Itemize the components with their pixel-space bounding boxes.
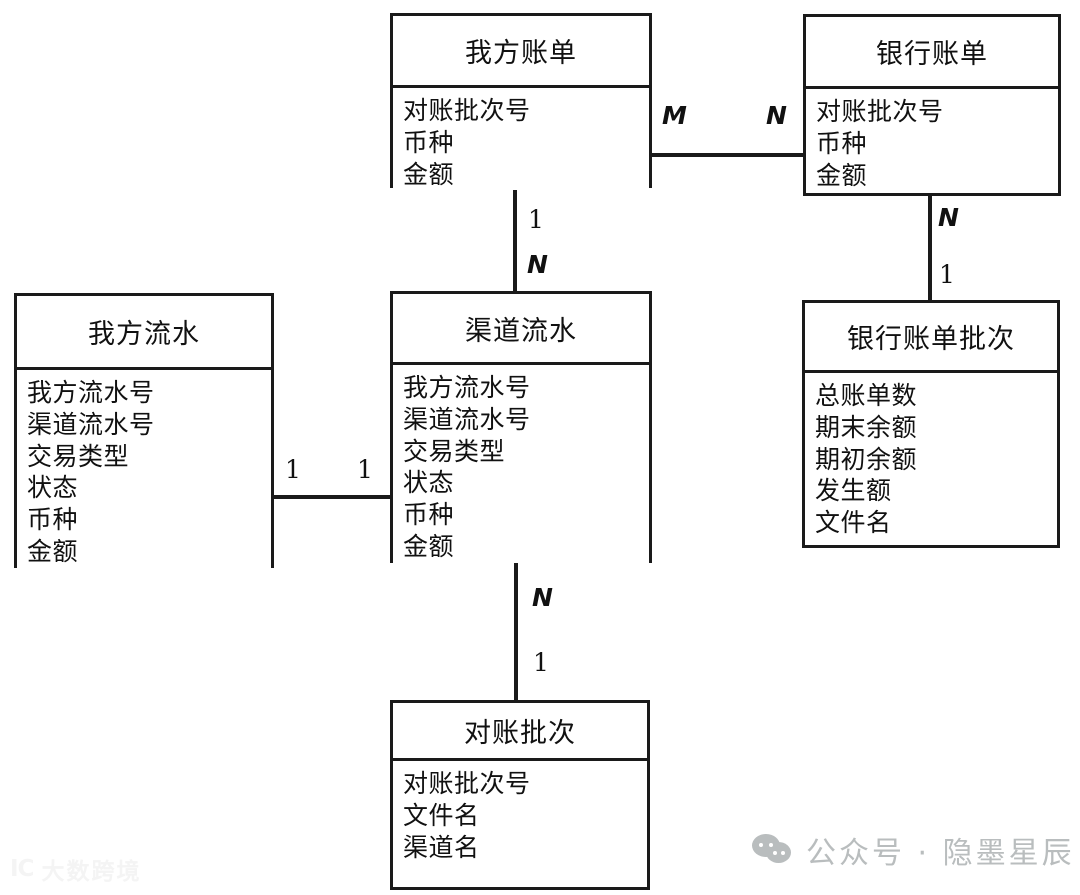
entity-our-bill[interactable]: 我方账单 对账批次号 币种 金额 xyxy=(390,13,652,191)
cardinality-bank-bill-to-our-bill: N xyxy=(766,101,787,130)
attribute: 币种 xyxy=(403,127,455,157)
entity-attributes-bank-bill-batch: 总账单数 期末余额 期初余额 发生额 文件名 xyxy=(805,373,1057,539)
attribute: 状态 xyxy=(27,473,79,503)
attribute: 对账批次号 xyxy=(816,97,944,126)
cardinality-our-bill-to-bank-bill: M xyxy=(662,101,687,130)
connector-our-flow-channel-flow xyxy=(272,495,392,499)
entity-recon-batch[interactable]: 对账批次 对账批次号 文件名 渠道名 xyxy=(390,700,650,890)
entity-title-bank-bill: 银行账单 xyxy=(806,17,1058,89)
attribute: 金额 xyxy=(403,531,455,561)
attribute: 对账批次号 xyxy=(403,96,531,125)
wechat-watermark-text: 公众号 · 隐墨星辰 xyxy=(806,836,1075,871)
entity-attributes-bank-bill: 对账批次号 币种 金额 xyxy=(806,89,1058,192)
connector-bank-bill-bank-batch xyxy=(928,194,932,302)
entity-attributes-our-flow: 我方流水号 渠道流水号 交易类型 状态 币种 金额 xyxy=(17,370,271,568)
entity-attributes-channel-flow: 我方流水号 渠道流水号 交易类型 状态 币种 金额 xyxy=(393,365,649,563)
attribute: 金额 xyxy=(403,159,455,189)
attribute: 渠道流水号 xyxy=(27,409,155,439)
connector-our-bill-bank-bill xyxy=(650,153,805,157)
entity-our-flow[interactable]: 我方流水 我方流水号 渠道流水号 交易类型 状态 币种 金额 xyxy=(14,293,274,568)
attribute: 发生额 xyxy=(815,476,892,506)
attribute: 渠道流水号 xyxy=(403,404,531,434)
brand-logo-icon: IC xyxy=(10,856,34,882)
attribute: 我方流水号 xyxy=(27,378,155,407)
entity-channel-flow[interactable]: 渠道流水 我方流水号 渠道流水号 交易类型 状态 币种 金额 xyxy=(390,291,652,563)
entity-title-our-bill: 我方账单 xyxy=(393,16,649,88)
attribute: 交易类型 xyxy=(27,441,130,471)
cardinality-bank-batch-to-bank-bill: 1 xyxy=(939,260,955,289)
wechat-icon xyxy=(752,834,794,866)
brand-watermark-text: 大数跨境 xyxy=(41,859,142,885)
attribute: 期初余额 xyxy=(815,444,918,474)
brand-watermark: IC 大数跨境 xyxy=(10,852,141,886)
attribute: 币种 xyxy=(403,500,455,529)
attribute: 总账单数 xyxy=(815,381,918,410)
entity-attributes-our-bill: 对账批次号 币种 金额 xyxy=(393,88,649,191)
attribute: 金额 xyxy=(27,536,79,566)
entity-title-channel-flow: 渠道流水 xyxy=(393,294,649,365)
attribute: 金额 xyxy=(816,160,868,190)
cardinality-channel-flow-to-our-bill: N xyxy=(527,250,548,279)
attribute: 交易类型 xyxy=(403,436,506,466)
attribute: 我方流水号 xyxy=(403,373,531,402)
cardinality-channel-flow-to-our-flow: 1 xyxy=(357,455,373,484)
attribute: 渠道名 xyxy=(403,832,480,862)
entity-title-our-flow: 我方流水 xyxy=(17,296,271,370)
entity-title-bank-bill-batch: 银行账单批次 xyxy=(805,303,1057,373)
wechat-watermark: 公众号 · 隐墨星辰 xyxy=(752,828,1075,872)
cardinality-our-flow-to-channel-flow: 1 xyxy=(285,455,301,484)
attribute: 期末余额 xyxy=(815,412,918,442)
connector-our-bill-channel-flow xyxy=(513,186,517,293)
attribute: 对账批次号 xyxy=(403,769,531,798)
attribute: 币种 xyxy=(27,505,79,534)
entity-title-recon-batch: 对账批次 xyxy=(393,703,647,761)
connector-channel-flow-recon-batch xyxy=(514,561,518,702)
cardinality-bank-bill-to-bank-batch: N xyxy=(938,203,959,232)
cardinality-our-bill-to-channel-flow: 1 xyxy=(528,205,544,234)
cardinality-channel-flow-to-recon-batch: N xyxy=(532,583,553,612)
attribute: 状态 xyxy=(403,468,455,498)
attribute: 文件名 xyxy=(815,508,892,537)
entity-bank-bill-batch[interactable]: 银行账单批次 总账单数 期末余额 期初余额 发生额 文件名 xyxy=(802,300,1060,548)
attribute: 文件名 xyxy=(403,800,480,830)
attribute: 币种 xyxy=(816,128,868,158)
cardinality-recon-batch-to-channel-flow: 1 xyxy=(533,648,549,677)
entity-bank-bill[interactable]: 银行账单 对账批次号 币种 金额 xyxy=(803,14,1061,196)
entity-attributes-recon-batch: 对账批次号 文件名 渠道名 xyxy=(393,761,647,864)
